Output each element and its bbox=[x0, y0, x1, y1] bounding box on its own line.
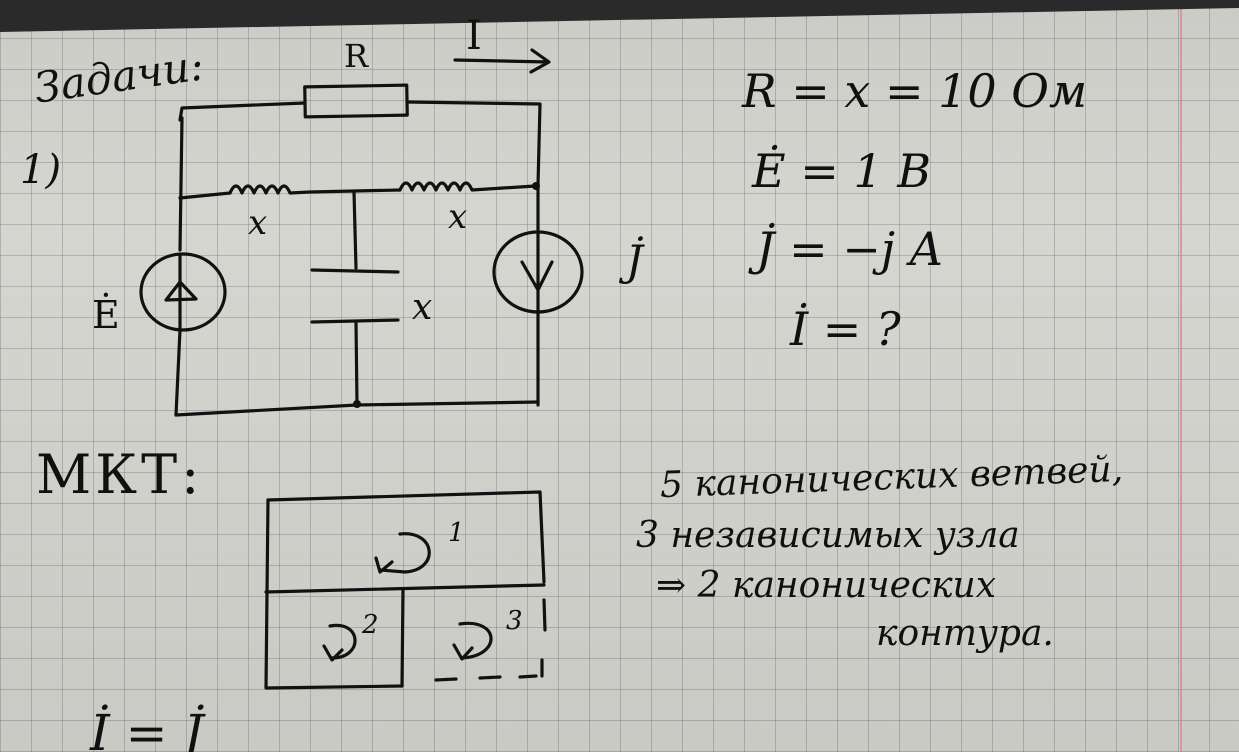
loop-1-number: 1 bbox=[448, 518, 465, 548]
given-line-1: R = x = 10 Ом bbox=[742, 64, 1088, 118]
note-line-4: контура. bbox=[876, 613, 1054, 654]
loop-dashed-branch bbox=[434, 598, 547, 682]
bottom-partial-equation: İ = J̇ bbox=[90, 704, 204, 752]
emf-label: Ė bbox=[92, 293, 120, 337]
loop-arrow-3-head bbox=[452, 643, 474, 661]
resistor bbox=[303, 83, 409, 119]
note-line-3: ⇒ 2 канонических bbox=[656, 565, 997, 606]
loop-arrow-2 bbox=[328, 623, 357, 660]
resistor-label: R bbox=[344, 37, 369, 75]
loop-2-number: 2 bbox=[362, 610, 379, 640]
capacitor-label: x bbox=[412, 287, 433, 328]
wire-cap-bottom bbox=[354, 320, 359, 406]
circuit-diagram bbox=[139, 48, 584, 417]
margin-line bbox=[1180, 0, 1182, 752]
wire-bottom bbox=[174, 400, 540, 417]
loop-divider-horizontal bbox=[264, 583, 546, 594]
given-line-3: J̇ = −j A bbox=[756, 222, 943, 276]
photo-edge-shadow bbox=[0, 0, 1239, 32]
wire-cap-top bbox=[352, 190, 358, 270]
loop-diagram bbox=[264, 490, 547, 690]
loop-outline-top bbox=[266, 490, 546, 584]
wire-left-lower bbox=[174, 328, 182, 417]
loop-arrow-1-head bbox=[374, 556, 394, 574]
wire-top-left bbox=[178, 101, 307, 122]
inductor-right-label: x bbox=[448, 197, 468, 237]
inductor-right bbox=[398, 181, 537, 192]
loop-arrow-1 bbox=[378, 532, 431, 574]
problem-number: 1) bbox=[20, 147, 62, 193]
loop-outline-left bbox=[264, 498, 404, 690]
loop-3-number: 3 bbox=[506, 606, 523, 636]
method-label: МКТ: bbox=[36, 443, 204, 506]
inductor-left bbox=[228, 184, 402, 195]
current-label: I bbox=[466, 13, 482, 59]
note-line-2: 3 независимых узла bbox=[636, 515, 1020, 556]
capacitor-plate-top bbox=[310, 268, 400, 274]
given-line-4: İ = ? bbox=[790, 302, 901, 356]
emf-source bbox=[139, 252, 227, 332]
wire-top-right bbox=[405, 100, 542, 187]
current-arrow bbox=[453, 48, 551, 74]
loop-divider-vertical bbox=[400, 588, 405, 688]
wire-mid-left bbox=[178, 191, 232, 200]
loop-arrow-2-head bbox=[322, 644, 344, 662]
wire-left-upper bbox=[178, 116, 184, 252]
emf-arrow-up bbox=[164, 253, 198, 332]
loop-arrow-3 bbox=[458, 621, 493, 660]
current-source-arrow-down bbox=[520, 230, 554, 314]
inductor-left-label: x bbox=[248, 203, 268, 243]
given-line-2: Ė = 1 В bbox=[752, 144, 932, 198]
current-source-label: J̇ bbox=[626, 236, 643, 285]
